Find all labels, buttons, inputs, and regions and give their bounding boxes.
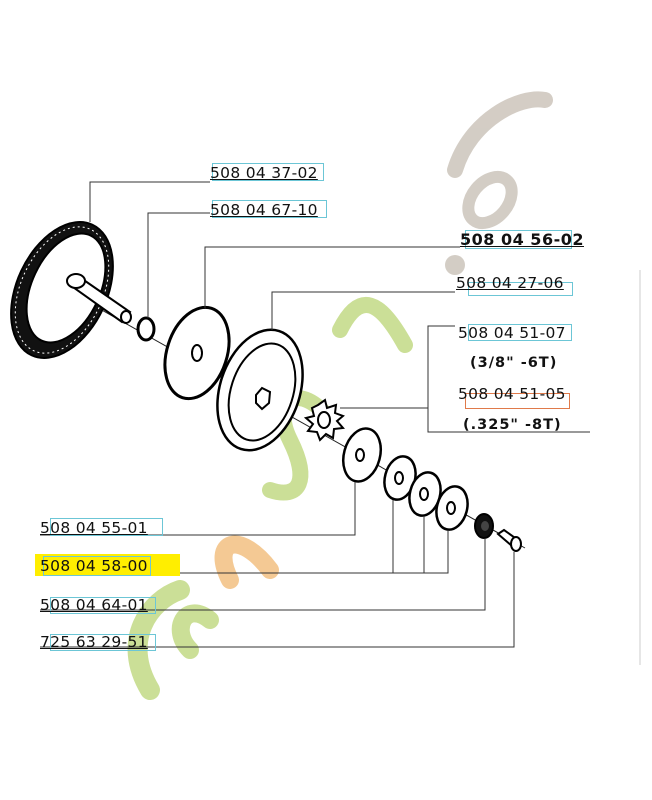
leader-lines	[40, 181, 641, 665]
bolt	[496, 528, 522, 552]
bevel-gear	[10, 221, 132, 359]
label-washer-large: 508 04 55-01	[40, 519, 148, 537]
label-sprocket-b: 508 04 51-05	[458, 385, 566, 403]
label-sprocket-a-spec: (3/8" -6T)	[470, 355, 558, 371]
label-assembly: 508 04 56-02	[460, 230, 584, 249]
label-sprocket-b-spec: (.325" -8T)	[463, 417, 562, 433]
clutch-disc	[163, 305, 231, 401]
box-bearing	[50, 597, 156, 614]
box-drum	[468, 282, 573, 296]
label-washer-small: 508 04 67-10	[210, 201, 318, 219]
small-washer	[136, 316, 156, 342]
clutch-drum	[216, 328, 304, 452]
box-assembly	[465, 230, 572, 249]
box-bolt	[50, 634, 156, 651]
box-gear	[212, 163, 324, 181]
needle-bearing	[474, 513, 494, 539]
box-sprocket-b	[465, 393, 570, 409]
watermark	[127, 91, 553, 700]
label-drum: 508 04 27-06	[456, 274, 564, 292]
label-gear: 508 04 37-02	[210, 164, 318, 182]
box-washer-small	[212, 200, 327, 218]
box-washer-large	[50, 518, 163, 536]
label-sprocket-a: 508 04 51-07	[458, 324, 566, 342]
sprocket	[303, 398, 345, 442]
highlight-washers-set	[35, 554, 180, 576]
label-bolt: 725 63 29-51	[40, 633, 148, 651]
washer-stack	[342, 427, 469, 531]
label-bearing: 508 04 64-01	[40, 596, 148, 614]
box-sprocket-a	[468, 324, 572, 341]
box-washers-set	[43, 556, 151, 576]
label-washers-set: 508 04 58-00	[40, 557, 148, 575]
